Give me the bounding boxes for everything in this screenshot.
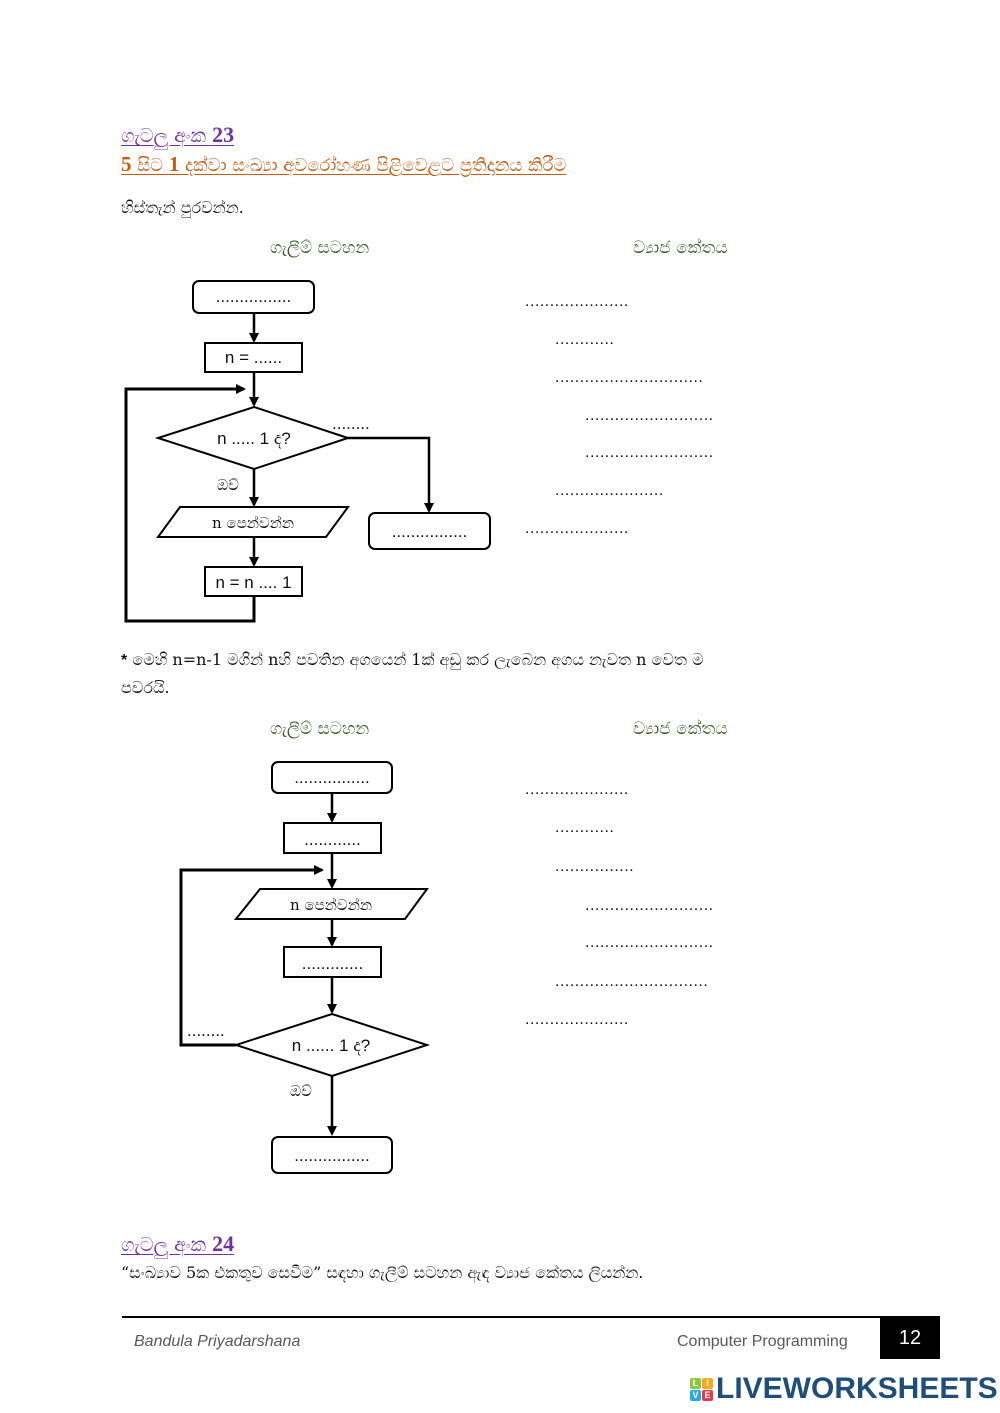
output-parallelogram — [233, 888, 429, 920]
logo-text: LIVEWORKSHEETS — [716, 1372, 998, 1405]
pseudocode-2-line-7[interactable]: ..................... — [525, 1011, 629, 1028]
end-terminal — [368, 512, 491, 550]
pseudocode-2-line-3[interactable]: ................ — [555, 858, 635, 875]
pseudocode-1-line-6[interactable]: ...................... — [555, 482, 664, 499]
pseudocode-1-line-2[interactable]: ............ — [555, 331, 615, 348]
init-process-box — [204, 342, 303, 373]
no-branch-label[interactable]: ........ — [187, 1021, 225, 1040]
pseudocode-1-line-1[interactable]: ..................... — [525, 293, 629, 310]
flowchart-1: ................ n = ...... n ..... 1 ද?… — [124, 280, 491, 623]
note-line-2: පවරයි. — [121, 678, 170, 697]
pseudocode-1-line-4[interactable]: .......................... — [585, 407, 714, 424]
start-terminal-text[interactable]: ................ — [216, 287, 292, 306]
output-text: n පෙන්වන්න — [212, 514, 294, 532]
decision-text[interactable]: n ..... 1 ද? — [217, 429, 291, 449]
pseudocode-2-line-2[interactable]: ............ — [555, 819, 615, 836]
pseudocode-column-title-2: ව්‍යාජ කේතය — [633, 719, 728, 739]
yes-branch-label: ඔව් — [290, 1082, 312, 1100]
pseudocode-1-line-5[interactable]: .......................... — [585, 444, 714, 461]
note-line-1: * මෙහි n=n-1 මගින් nහි පවතින අගයෙන් 1ක් … — [121, 650, 703, 670]
instruction-text: හිස්තැන් පුරවන්න. — [121, 198, 244, 217]
pseudocode-1-line-7[interactable]: ..................... — [525, 520, 629, 537]
pseudocode-2-line-1[interactable]: ..................... — [525, 781, 629, 798]
activity-23-title: 5 සිට 1 දක්වා සංඛ්‍යා අවරෝහණ පිළිවෙළට ප්… — [121, 152, 566, 177]
title-number-5: 5 — [121, 152, 132, 176]
update-process-text[interactable]: ............. — [302, 954, 363, 973]
title-text-part: සිට — [131, 155, 169, 176]
pseudocode-1-line-3[interactable]: .............................. — [555, 369, 704, 386]
note-text-1: මෙහි n=n-1 මගින් nහි පවතින අගයෙන් 1ක් අඩ… — [132, 650, 704, 669]
output-parallelogram — [156, 506, 350, 538]
output-text: n පෙන්වන්න — [290, 896, 372, 914]
flowchart-column-title-2: ගැලීම් සටහන — [270, 719, 370, 739]
loop-back-arrow — [124, 384, 256, 623]
logo-tile: I — [702, 1377, 713, 1389]
activity-number: 23 — [212, 122, 235, 147]
activity-label: ගැටලු අංක — [121, 125, 207, 147]
pseudocode-column-title: ව්‍යාජ කේතය — [633, 238, 728, 258]
flowchart-column-title: ගැලීම් සටහන — [270, 238, 370, 258]
loop-back-arrow — [179, 865, 324, 1047]
no-branch-label[interactable]: ........ — [332, 414, 370, 433]
title-text-rest: දක්වා සංඛ්‍යා අවරෝහණ පිළිවෙළට ප්‍රතිදානය… — [179, 155, 567, 176]
update-process-box — [204, 566, 303, 597]
footer-divider — [122, 1316, 940, 1318]
footer-author: Bandula Priyadarshana — [134, 1333, 301, 1350]
pseudocode-2-line-5[interactable]: .......................... — [585, 934, 714, 951]
update-process-box — [283, 946, 382, 978]
page-number: 12 — [880, 1318, 940, 1359]
title-number-1: 1 — [168, 152, 180, 176]
activity-24-instruction: “සංඛ්‍යාව 5ක එකතුව සෙවීම” සඳහා ගැලීම් සට… — [121, 1263, 644, 1282]
end-terminal-text[interactable]: ................ — [294, 1146, 370, 1165]
no-branch-arrow — [348, 436, 434, 513]
end-terminal-text[interactable]: ................ — [392, 522, 468, 541]
decision-text[interactable]: n ...... 1 ද? — [292, 1036, 370, 1056]
update-process-text[interactable]: n = n .... 1 — [215, 573, 291, 592]
activity-number: 24 — [212, 1231, 235, 1256]
footer-course: Computer Programming — [677, 1333, 848, 1350]
init-process-text[interactable]: n = ...... — [225, 348, 282, 367]
logo-tile: E — [702, 1389, 713, 1401]
logo-tile: V — [690, 1389, 701, 1401]
logo-tiles-icon: L I V E — [690, 1377, 713, 1401]
activity-24-heading: ගැටලු අංක 24 — [121, 1231, 234, 1257]
init-process-text[interactable]: ............ — [304, 830, 361, 849]
start-terminal-text[interactable]: ................ — [294, 768, 370, 787]
activity-23-heading: ගැටලු අංක 23 — [121, 122, 234, 148]
logo-tile: L — [690, 1377, 701, 1389]
liveworksheets-logo: L I V E LIVEWORKSHEETS — [690, 1372, 998, 1406]
activity-label: ගැටලු අංක — [121, 1234, 207, 1256]
flowchart-2: ................ ............ n පෙන්වන්න… — [179, 761, 431, 1174]
yes-branch-label: ඔව් — [217, 476, 239, 494]
pseudocode-2-line-6[interactable]: ............................... — [555, 973, 709, 990]
note-asterisk: * — [121, 652, 128, 669]
pseudocode-2-line-4[interactable]: .......................... — [585, 897, 714, 914]
end-terminal — [271, 1136, 393, 1174]
